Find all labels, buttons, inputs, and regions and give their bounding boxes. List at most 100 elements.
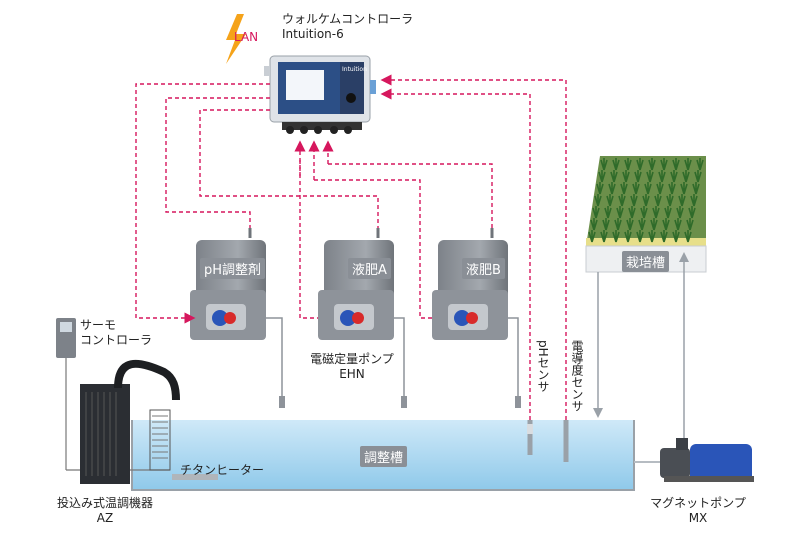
plant <box>602 218 610 231</box>
controller-brand: Intuition <box>342 66 367 73</box>
plant <box>648 158 656 171</box>
pump-a-tag: 液肥A <box>348 258 391 279</box>
plant <box>612 158 620 171</box>
cooler-unit <box>80 359 180 484</box>
plant <box>650 218 658 231</box>
plant <box>672 158 680 171</box>
titanium-heater-label: チタンヒーター <box>180 463 265 477</box>
signal-lines <box>135 74 567 420</box>
pump-ph-body <box>190 228 266 340</box>
plant <box>600 230 608 243</box>
lan-bolt-icon <box>226 14 246 64</box>
plant <box>658 170 666 183</box>
plant <box>664 206 672 219</box>
plant <box>640 206 648 219</box>
plant <box>688 206 696 219</box>
plant <box>648 230 656 243</box>
plant <box>634 170 642 183</box>
plant <box>696 158 704 171</box>
plant <box>598 170 606 183</box>
plant <box>628 206 636 219</box>
pump-model: EHN <box>339 367 365 381</box>
plant <box>610 170 618 183</box>
ph-sensor-label: pHセンサ <box>536 340 550 393</box>
plant <box>620 182 628 195</box>
cooler-model: AZ <box>96 511 114 525</box>
plant <box>630 194 638 207</box>
plant <box>638 218 646 231</box>
plant <box>590 218 598 231</box>
plant <box>614 218 622 231</box>
plant <box>622 170 630 183</box>
plant <box>692 182 700 195</box>
plant <box>612 230 620 243</box>
plant <box>588 230 596 243</box>
plant <box>668 182 676 195</box>
plant <box>608 182 616 195</box>
plant <box>672 230 680 243</box>
plant <box>636 230 644 243</box>
magnet-pump-model: MX <box>688 511 708 525</box>
plant <box>680 182 688 195</box>
pump-b-body <box>432 228 508 340</box>
plant <box>656 182 664 195</box>
dosing-pumps <box>190 228 508 340</box>
controller-unit <box>264 55 376 134</box>
plant <box>678 194 686 207</box>
plant <box>660 158 668 171</box>
dosing-nozzles <box>279 396 521 408</box>
plant <box>654 194 662 207</box>
plant <box>694 170 702 183</box>
plant <box>636 158 644 171</box>
plant <box>646 170 654 183</box>
adjust-tank-tag: 調整槽 <box>360 446 408 467</box>
ec-sensor-label: 電導度センサ <box>570 340 584 412</box>
controller-model: Intuition-6 <box>282 27 344 41</box>
plant <box>616 206 624 219</box>
plant <box>592 206 600 219</box>
pump-a-body <box>318 228 394 340</box>
plant <box>670 170 678 183</box>
plant <box>606 194 614 207</box>
thermo-label-1: サーモ <box>80 318 117 332</box>
plant <box>594 194 602 207</box>
plants <box>588 158 704 243</box>
plant <box>682 170 690 183</box>
plant <box>690 194 698 207</box>
cooler-name: 投込み式温調機器 <box>56 496 153 510</box>
pump-ph-tag: pH調整剤 <box>200 258 266 279</box>
titanium-heater-rod <box>172 474 218 480</box>
dosing-lines <box>262 317 519 400</box>
pump-caption: 電磁定量ポンプ <box>310 352 394 366</box>
plant <box>686 218 694 231</box>
pump-b-tag: 液肥B <box>462 258 505 279</box>
lan-label: LAN <box>234 30 259 44</box>
plant <box>666 194 674 207</box>
plant <box>596 182 604 195</box>
plant <box>660 230 668 243</box>
flow-arrows <box>593 252 689 440</box>
plant <box>674 218 682 231</box>
sensors <box>527 420 569 462</box>
plant <box>632 182 640 195</box>
plant <box>652 206 660 219</box>
plant <box>618 194 626 207</box>
thermo-label-2: コントローラ <box>80 333 153 347</box>
plant <box>600 158 608 171</box>
magnet-pump-name: マグネットポンプ <box>650 496 746 510</box>
plant <box>676 206 684 219</box>
plant <box>604 206 612 219</box>
plant <box>644 182 652 195</box>
controller-name: ウォルケムコントローラ <box>282 12 414 26</box>
plant <box>662 218 670 231</box>
cultivation-tank-tag: 栽培槽 <box>622 251 670 272</box>
plant <box>624 230 632 243</box>
plant <box>642 194 650 207</box>
plant <box>624 158 632 171</box>
plant <box>684 158 692 171</box>
plant <box>626 218 634 231</box>
magnet-pump-unit <box>660 438 754 482</box>
plant <box>684 230 692 243</box>
